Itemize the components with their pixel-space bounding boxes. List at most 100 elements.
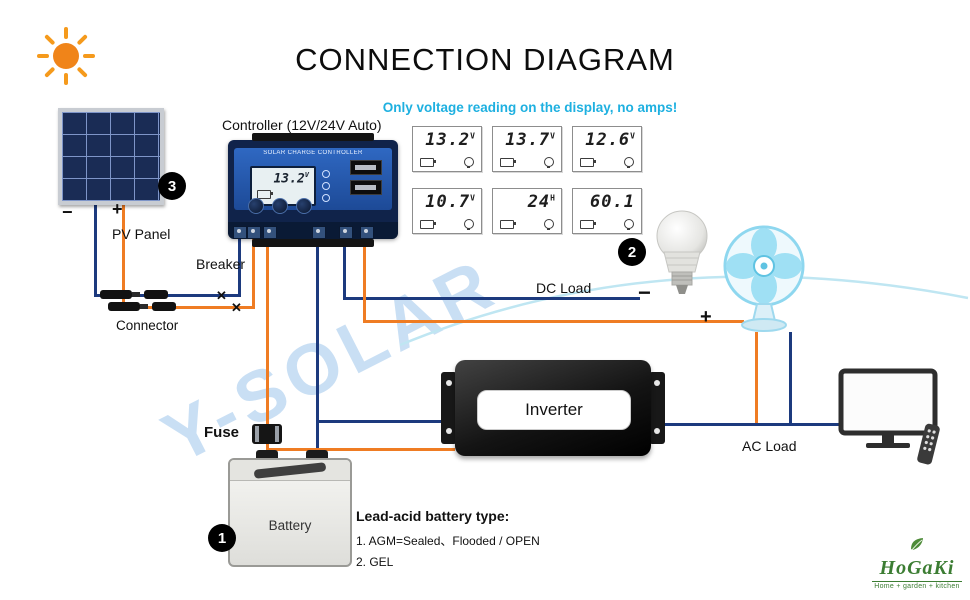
- battery-icon: [500, 219, 516, 229]
- wire-battery-negative: [316, 238, 319, 460]
- battery-handle: [253, 462, 327, 479]
- lcd-display: 12.6V: [572, 126, 642, 172]
- indicator-icon: [322, 194, 330, 202]
- controller-lcd-value: 13.2: [273, 171, 305, 187]
- wire-dcload-positive-run: [363, 320, 744, 323]
- terminal: [312, 226, 326, 239]
- solar-panel: [58, 108, 164, 205]
- controller-label: Controller (12V/24V Auto): [222, 117, 382, 133]
- wire-pv-negative-riser: [238, 238, 241, 297]
- lcd-value: 24: [527, 192, 551, 212]
- wire-dcload-negative-run: [343, 297, 640, 300]
- bulb-icon: [544, 157, 554, 168]
- indicator-icon: [322, 182, 330, 190]
- wire-pv-negative-drop: [94, 200, 97, 297]
- badge-1: 1: [208, 524, 236, 552]
- lcd-unit: H: [550, 193, 555, 203]
- battery-icon: [580, 219, 596, 229]
- inverter-flange: [649, 372, 665, 444]
- lcd-value: 13.7: [505, 130, 551, 150]
- controller-button: [296, 198, 312, 214]
- charge-controller: SOLAR CHARGE CONTROLLER 13.2V: [228, 140, 398, 238]
- logo-tagline: Home + garden + kitchen: [872, 581, 962, 590]
- breaker-label: Breaker: [196, 256, 246, 272]
- controller-lcd-unit: V: [304, 171, 309, 179]
- lcd-unit: V: [630, 131, 635, 141]
- wire-pv-positive-riser: [252, 238, 255, 309]
- lcd-display: 60.1: [572, 188, 642, 234]
- battery-note-line1: 1. AGM=Sealed、Flooded / OPEN: [356, 534, 540, 548]
- wire-dcload-negative-drop: [343, 238, 346, 300]
- fuse: [252, 424, 282, 444]
- page-title: CONNECTION DIAGRAM: [295, 42, 675, 77]
- usb-port: [350, 180, 382, 195]
- connector-label: Connector: [116, 318, 179, 333]
- indicator-icon: [322, 170, 330, 178]
- lcd-value: 12.6: [585, 130, 631, 150]
- mc4-connector-tip: [140, 304, 148, 309]
- wire-dcload-positive-drop: [363, 238, 366, 323]
- lcd-display: 13.7V: [492, 126, 562, 172]
- wire-fan-negative: [789, 332, 792, 426]
- logo-name: HoGaKi: [879, 557, 955, 579]
- tv-monitor: [838, 368, 940, 465]
- controller-button: [272, 198, 288, 214]
- terminal: [339, 226, 353, 239]
- wire-inverter-positive: [268, 448, 455, 451]
- controller-mount-bottom: [252, 239, 374, 247]
- leaf-icon: [911, 538, 923, 551]
- breaker-x-icon: ✕: [216, 288, 227, 303]
- battery-icon: [420, 157, 436, 167]
- inverter-label: Inverter: [477, 390, 631, 430]
- terminal: [247, 226, 261, 239]
- mc4-connector: [144, 290, 168, 299]
- terminal: [233, 226, 247, 239]
- wire-acload: [650, 423, 848, 426]
- terminal: [263, 226, 277, 239]
- lcd-display: 10.7V: [412, 188, 482, 234]
- battery-note-line2: 2. GEL: [356, 555, 394, 569]
- lcd-display: 13.2V: [412, 126, 482, 172]
- dc-plus-label: +: [700, 306, 712, 328]
- badge-3: 3: [158, 172, 186, 200]
- mc4-connector: [108, 302, 140, 311]
- fuse-label: Fuse: [204, 424, 240, 441]
- controller-button: [248, 198, 264, 214]
- lcd-value: 10.7: [425, 192, 471, 212]
- badge-2: 2: [618, 238, 646, 266]
- inverter-flange: [441, 372, 457, 444]
- wire-fan-positive: [755, 332, 758, 426]
- bulb-icon: [624, 157, 634, 168]
- battery-note-title: Lead-acid battery type:: [356, 508, 510, 524]
- pv-plus-label: +: [112, 199, 123, 219]
- battery-label: Battery: [268, 518, 312, 533]
- lcd-display: 24H: [492, 188, 562, 234]
- battery-icon: [500, 157, 516, 167]
- mc4-connector: [152, 302, 176, 311]
- battery: Battery: [228, 458, 352, 567]
- wire-pv-positive-drop: [122, 200, 125, 309]
- dc-load-label: DC Load: [536, 280, 592, 296]
- pv-minus-label: −: [62, 202, 73, 222]
- bulb-icon: [624, 219, 634, 230]
- battery-top: [230, 460, 350, 481]
- mc4-connector: [100, 290, 132, 299]
- lcd-value: 60.1: [590, 192, 635, 212]
- dc-minus-label: −: [638, 280, 651, 305]
- battery-icon: [257, 190, 273, 199]
- lcd-unit: V: [470, 131, 475, 141]
- pv-panel-label: PV Panel: [112, 226, 171, 242]
- desk-fan: [723, 225, 805, 332]
- lcd-unit: V: [470, 193, 475, 203]
- sun-icon: [37, 27, 95, 85]
- wire-inverter-negative: [318, 420, 455, 423]
- bulb-icon: [464, 219, 474, 230]
- battery-note: Lead-acid battery type: 1. AGM=Sealed、Fl…: [356, 508, 596, 575]
- subtitle: Only voltage reading on the display, no …: [382, 100, 678, 115]
- battery-icon: [580, 157, 596, 167]
- brand-logo: HoGaKi Home + garden + kitchen: [872, 536, 962, 590]
- remote-control: [917, 423, 940, 465]
- controller-mount-top: [252, 133, 374, 141]
- bulb-icon: [464, 157, 474, 168]
